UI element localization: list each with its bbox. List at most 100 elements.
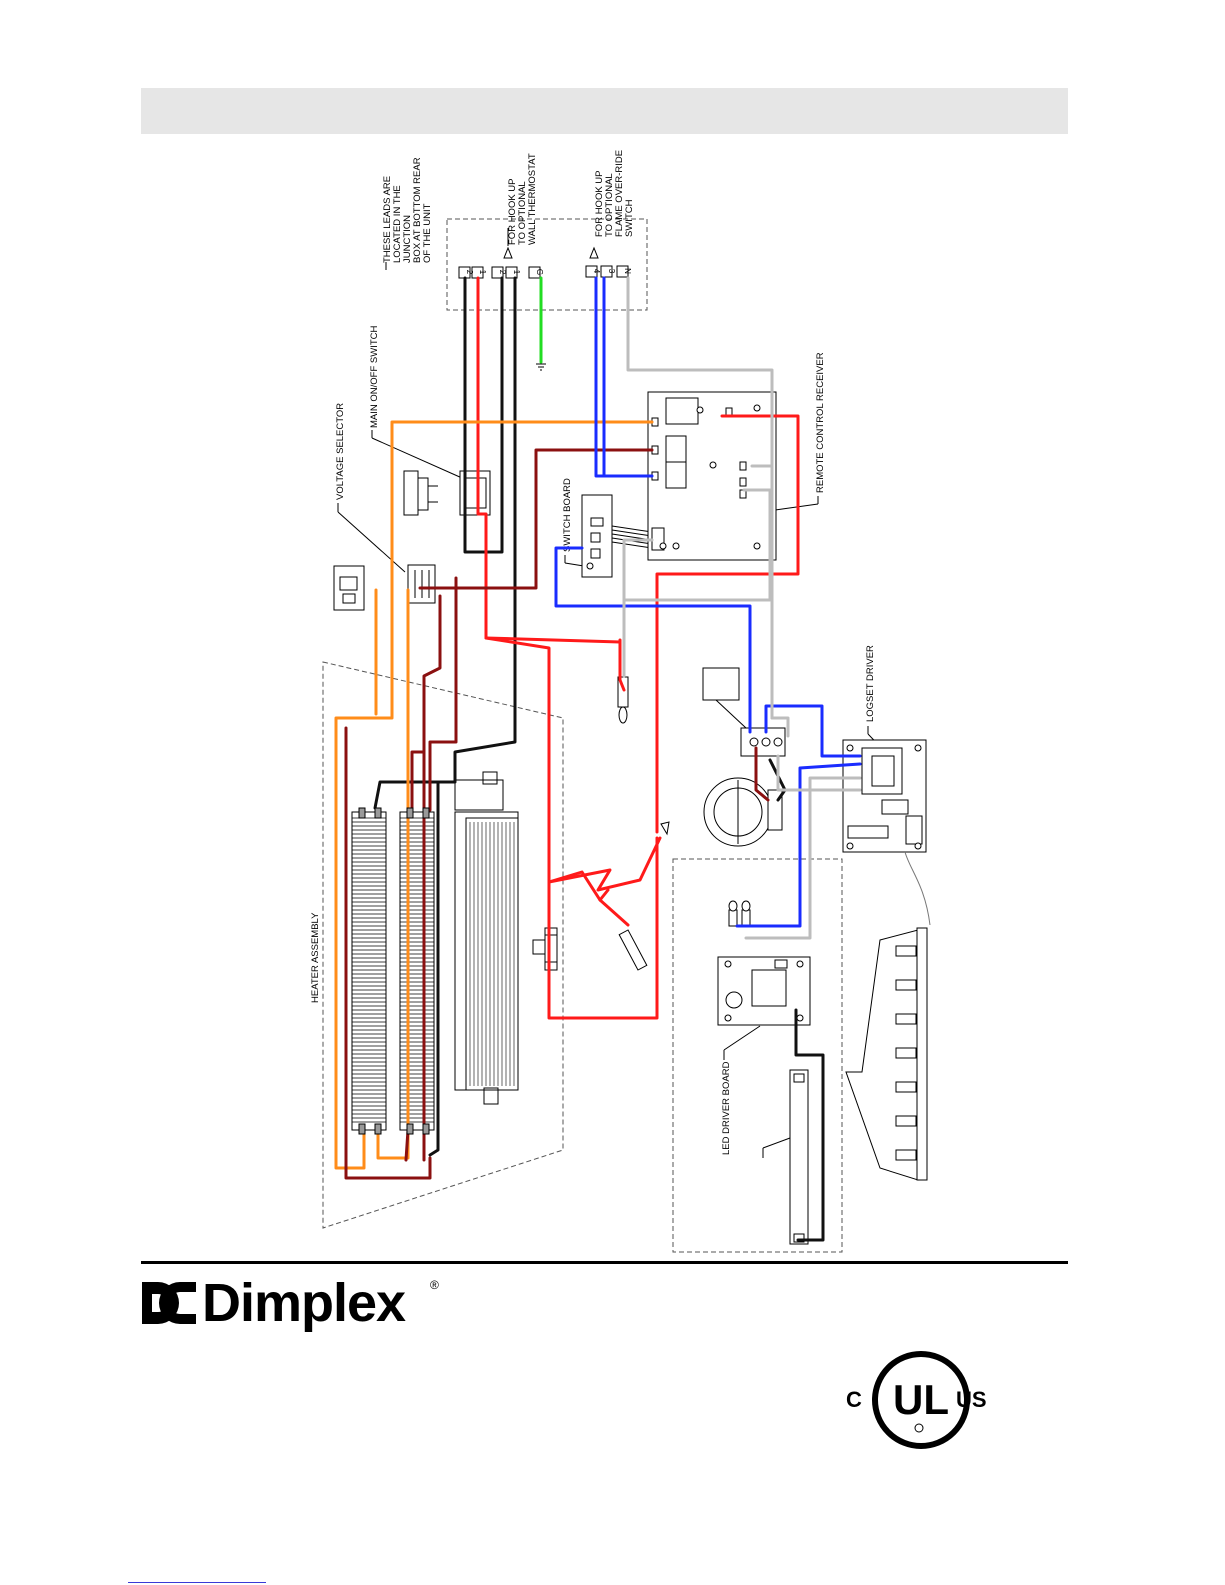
dimplex-logo-icon <box>142 1282 196 1324</box>
label-line: TO OPTIONAL <box>517 181 528 245</box>
label-line: OF THE UNIT <box>422 203 433 263</box>
logset-peg <box>895 1013 917 1025</box>
svg-text:LOCATED IN THE: LOCATED IN THE <box>392 185 403 263</box>
brand-logo: Dimplex ® <box>140 1270 470 1340</box>
wire-nuts <box>503 246 670 836</box>
logset-peg <box>895 945 917 957</box>
blower-fan <box>454 771 519 1105</box>
wire-grey <box>750 464 774 720</box>
wire-blue <box>594 276 654 478</box>
component-box <box>702 667 740 701</box>
footer-rule <box>141 1261 1068 1264</box>
terminal-label: 2 <box>498 270 507 275</box>
logset-cable <box>904 851 931 926</box>
svg-text:JUNCTION: JUNCTION <box>402 215 413 263</box>
label-line: WALL THERMOSTAT <box>527 153 538 245</box>
brand-name: Dimplex <box>202 1273 406 1333</box>
label-logset-driver: LOGSET DRIVER <box>865 645 876 722</box>
main-switch-icon <box>403 470 438 516</box>
logset-peg <box>895 979 917 991</box>
wire-maroon <box>344 726 432 1180</box>
wire-orange <box>334 420 654 1170</box>
bottom-link-underline[interactable] <box>128 1582 266 1583</box>
logset-peg <box>895 1081 917 1093</box>
ul-mark-left: C <box>846 1387 862 1412</box>
wires <box>334 276 862 1242</box>
wire-maroon <box>418 448 654 590</box>
wire-red <box>618 638 626 692</box>
logset-panel <box>845 927 928 1181</box>
label-switch-board: SWITCH BOARD <box>562 478 573 552</box>
connector-block <box>740 727 786 757</box>
wire-maroon <box>754 746 770 802</box>
logset-peg <box>895 1115 917 1127</box>
label-line: THESE LEADS ARE <box>382 176 393 263</box>
flame-motor <box>703 777 783 847</box>
label-line: BOX AT BOTTOM REAR <box>412 157 423 263</box>
terminal-label: 1 <box>512 270 521 275</box>
svg-text:THESE LEADS ARE: THESE LEADS ARE <box>382 176 393 263</box>
wire-blue <box>735 762 862 928</box>
label-remote-receiver: REMOTE CONTROL RECEIVER <box>815 352 826 493</box>
remote-control-receiver <box>647 391 777 561</box>
label-line: SWITCH <box>624 199 635 237</box>
wire-orange <box>376 588 410 1160</box>
heater-element-left <box>351 811 387 1131</box>
wire-grey <box>776 754 862 792</box>
heater-terminals <box>358 807 430 1135</box>
heat-sensor <box>618 929 648 971</box>
label-flame-override: FOR HOOK UP TO OPTIONAL FLAME OVER-RIDE … <box>594 150 635 237</box>
wire-grey <box>744 776 862 940</box>
logset-peg <box>895 1149 917 1161</box>
led-connectors <box>728 900 751 927</box>
receiver-pin <box>739 477 747 487</box>
registered-mark: ® <box>430 1278 439 1292</box>
switch-board <box>581 494 613 578</box>
wire-maroon <box>428 576 458 812</box>
label-led-driver-board: LED DRIVER BOARD <box>721 1061 732 1155</box>
heater-assembly-boundary <box>322 661 564 1229</box>
wire-red <box>598 898 630 927</box>
ul-certification-mark: UL C US <box>846 1351 987 1449</box>
label-line: LOCATED IN THE <box>392 185 403 263</box>
svg-text:BOX AT BOTTOM REAR: BOX AT BOTTOM REAR <box>412 157 423 263</box>
wire-blue <box>554 546 752 734</box>
led-assembly-boundary <box>672 858 843 1253</box>
logset-peg <box>895 1047 917 1059</box>
wire-grey <box>622 488 772 602</box>
wire-red <box>476 276 610 902</box>
header-band <box>141 88 1068 134</box>
label-line: FLAME OVER-RIDE <box>614 150 625 237</box>
svg-text:OF THE UNIT: OF THE UNIT <box>422 203 433 263</box>
label-junction-box: THESE LEADS ARE LOCATED IN THE JUNCTION … <box>382 157 433 270</box>
voltage-selector-body <box>407 564 436 604</box>
terminal-label: 1 <box>478 270 487 275</box>
ul-mark-center: UL <box>893 1376 949 1423</box>
ul-mark-right: US <box>956 1387 987 1412</box>
ribbon-cable <box>611 525 653 549</box>
ground-icon <box>536 363 546 371</box>
wire-black <box>428 780 440 1157</box>
label-line: FOR HOOK UP <box>594 170 605 237</box>
wire-black <box>463 276 504 554</box>
label-heater-assembly: HEATER ASSEMBLY <box>310 912 321 1003</box>
terminal-label: 3 <box>607 269 616 274</box>
wire-blue <box>764 704 862 758</box>
junction-box <box>446 218 648 311</box>
label-line: TO OPTIONAL <box>604 173 615 237</box>
logset-driver <box>842 739 927 853</box>
terminal-label: 2 <box>465 270 474 275</box>
label-main-switch: MAIN ON/OFF SWITCH <box>369 325 380 428</box>
terminal-label: 4 <box>592 269 601 274</box>
label-line: JUNCTION <box>402 215 413 263</box>
terminal-label: G <box>535 269 544 275</box>
voltage-selector-icon <box>333 565 365 611</box>
wire-black <box>373 276 517 810</box>
led-strip <box>762 1069 809 1245</box>
wire-maroon <box>410 750 426 812</box>
wire-maroon <box>422 594 442 1162</box>
junction-terminals: 2 1 2 1 G 4 3 N <box>458 265 632 279</box>
wire-red <box>547 836 662 892</box>
thermal-cutoff <box>532 927 558 971</box>
